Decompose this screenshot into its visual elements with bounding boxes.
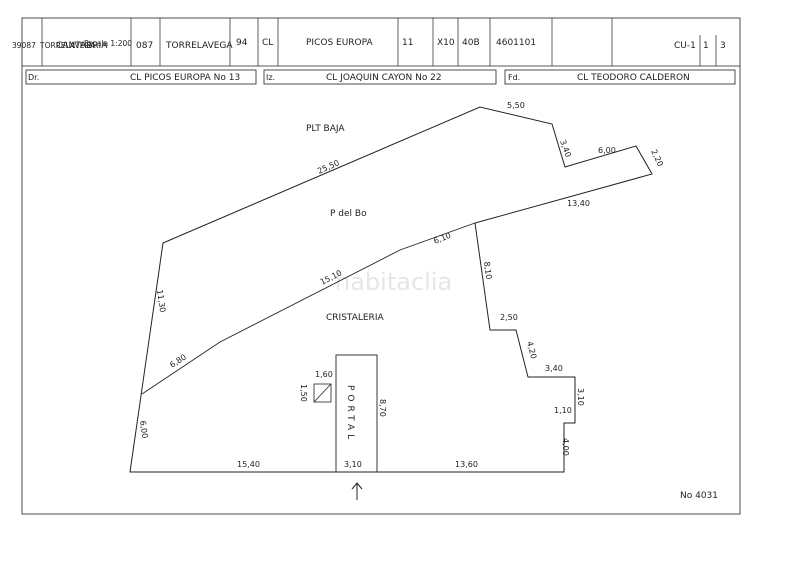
dim-label: 13,40 (567, 199, 590, 208)
area-label-cristaleria: CRISTALERIA (326, 313, 384, 323)
dim-label: 25,50 (316, 158, 341, 176)
header-ref: 4601101 (496, 38, 536, 48)
dim-label: 3,40 (545, 364, 563, 373)
partition-line (141, 222, 476, 395)
dim-label: 4,20 (525, 340, 538, 359)
header-overlay-scale: Escala 1:200 (84, 39, 132, 48)
dim-label: 5,50 (507, 101, 525, 110)
dim-label: 15,40 (237, 460, 260, 469)
building-outline (129, 106, 653, 473)
portal-label: PORTAL (345, 385, 355, 443)
dim-label: 13,60 (455, 460, 478, 469)
dim-label: 1,50 (299, 384, 308, 402)
header-overlay-code: 39087 (12, 41, 36, 50)
entrance-arrow-icon (351, 482, 363, 500)
address-box-fd (504, 69, 736, 85)
small-shaft-diagonal (313, 383, 332, 403)
address-box-iz (263, 69, 497, 85)
address-prefix-fd: Fd. (508, 73, 520, 82)
address-text-iz: CL JOAQUIN CAYON No 22 (326, 73, 442, 83)
watermark: habitaclia (335, 268, 452, 296)
header-provincia: CANTABRIA (56, 41, 108, 51)
dim-label: 2,20 (649, 148, 665, 168)
dim-label: 1,10 (554, 406, 572, 415)
dim-label: 3,10 (344, 460, 362, 469)
plan-number: No 4031 (680, 491, 718, 501)
address-prefix-dr: Dr. (28, 73, 39, 82)
header-via-name: PICOS EUROPA (306, 38, 373, 48)
header-page: 1 (703, 41, 709, 51)
portal-block (335, 354, 378, 473)
dim-label: 8,10 (482, 261, 493, 280)
header-row: 39087 TORRELAVEGA Escala 1:200 CANTABRIA… (12, 38, 726, 51)
address-prefix-iz: Iz. (266, 73, 275, 82)
header-cu: CU-1 (674, 41, 696, 51)
header-via-type: CL (262, 38, 273, 48)
dim-label: 3,10 (576, 388, 585, 406)
address-text-fd: CL TEODORO CALDERON (577, 73, 690, 83)
header-subhoja: 40B (462, 38, 480, 48)
address-row: Dr. CL PICOS EUROPA No 13 Iz. CL JOAQUIN… (25, 69, 736, 85)
address-text-dr: CL PICOS EUROPA No 13 (130, 73, 240, 83)
header-grid (22, 18, 740, 67)
dim-label: 4,00 (561, 438, 570, 456)
dim-label: 6,00 (138, 420, 149, 439)
dim-label: 1,60 (315, 370, 333, 379)
dim-label: 6,80 (168, 352, 188, 369)
dim-label: 8,70 (378, 399, 387, 417)
header-hoja: X10 (437, 38, 455, 48)
area-label-plt-baja: PLT BAJA (306, 124, 345, 134)
dim-label: 2,50 (500, 313, 518, 322)
header-municipio: TORRELAVEGA (165, 41, 233, 51)
page-frame (21, 17, 741, 515)
dim-label: 6,10 (432, 231, 452, 246)
address-box-dr (25, 69, 257, 85)
header-overlay-municipio: TORRELAVEGA (39, 41, 96, 50)
header-code: 087 (136, 41, 153, 51)
small-shaft (313, 383, 332, 403)
header-total: 3 (720, 41, 726, 51)
dim-label: 11,30 (155, 289, 167, 313)
dim-label: 3,40 (558, 139, 573, 159)
dim-label: 6,00 (598, 146, 616, 155)
header-portal-num: 11 (402, 38, 413, 48)
area-label-p-del-bo: P del Bo (330, 209, 367, 219)
header-num: 94 (236, 38, 248, 48)
